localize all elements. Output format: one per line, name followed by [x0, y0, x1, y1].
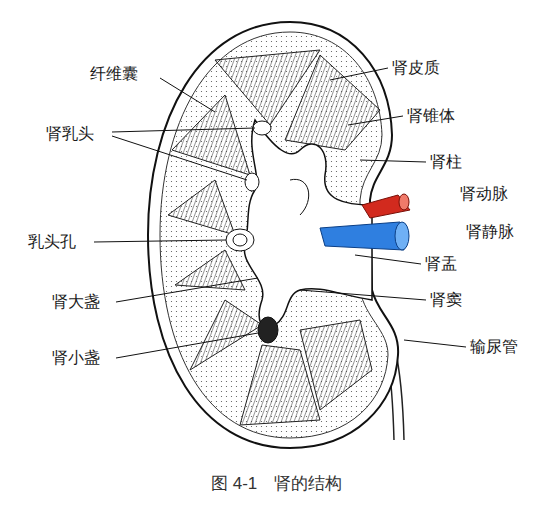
renal-vein: [395, 222, 409, 250]
part-label: 肾盂: [423, 254, 459, 274]
papilla: [253, 121, 271, 135]
part-label: 肾锥体: [405, 106, 457, 126]
minor-calyx: [258, 317, 278, 343]
renal-column: [290, 179, 309, 215]
papilla: [245, 173, 259, 191]
part-label: 肾动脉: [458, 184, 510, 204]
part-label: 肾小盏: [50, 348, 102, 368]
renal-pelvis: [244, 120, 372, 328]
papilla: [226, 229, 254, 251]
papilla: [233, 234, 247, 246]
leader-lines: [94, 68, 466, 358]
part-label: 肾柱: [428, 152, 464, 172]
figure-caption: 图 4-1 肾的结构: [211, 473, 342, 495]
renal-artery: [362, 195, 410, 218]
part-label: 肾乳头: [44, 124, 96, 144]
part-label: 肾大盏: [50, 292, 102, 312]
renal-vein: [320, 222, 404, 250]
renal-artery: [399, 194, 409, 210]
part-label: 输尿管: [468, 337, 520, 357]
part-label: 乳头孔: [26, 232, 78, 252]
part-label: 肾皮质: [390, 58, 442, 78]
part-label: 肾窦: [428, 290, 464, 310]
part-label: 肾静脉: [464, 222, 516, 242]
part-label: 纤维囊: [88, 64, 140, 84]
